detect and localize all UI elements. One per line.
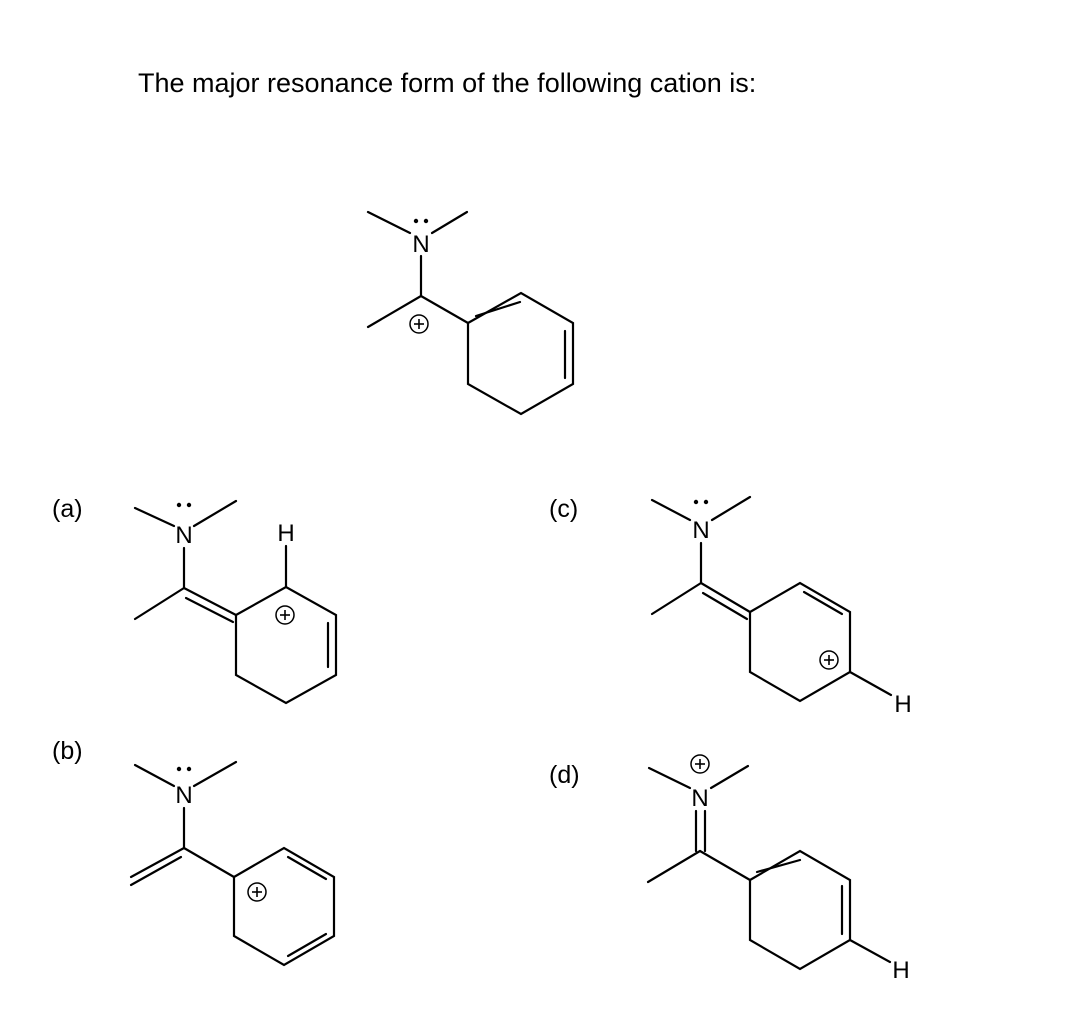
hydrogen-atom: H <box>892 957 909 984</box>
option-d-structure[interactable]: N H <box>646 754 910 984</box>
nitrogen-atom: N <box>412 231 429 258</box>
positive-charge-icon <box>275 605 295 625</box>
nitrogen-atom: N <box>691 785 708 812</box>
lone-pair-dot <box>703 499 709 505</box>
lone-pair-dot <box>186 766 192 772</box>
nitrogen-atom: N <box>692 517 709 544</box>
nitrogen-atom: N <box>175 782 192 809</box>
lone-pair-dot <box>176 502 182 508</box>
positive-charge-icon <box>690 754 710 774</box>
option-d-label[interactable]: (d) <box>549 761 580 789</box>
option-a-label[interactable]: (a) <box>52 495 83 523</box>
hydrogen-atom: H <box>277 520 294 547</box>
lone-pair-dot <box>423 218 429 224</box>
option-c-label[interactable]: (c) <box>549 495 579 523</box>
nitrogen-atom: N <box>175 522 192 549</box>
option-a-structure[interactable]: N H <box>133 499 338 705</box>
option-b-structure[interactable]: N <box>129 760 336 967</box>
lone-pair-dot <box>693 499 699 505</box>
option-c-structure[interactable]: N H <box>650 495 912 718</box>
hydrogen-atom: H <box>894 691 911 718</box>
question-text: The major resonance form of the followin… <box>138 68 757 98</box>
lone-pair-dot <box>176 766 182 772</box>
starting-cation-structure: N <box>366 210 575 416</box>
lone-pair-dot <box>186 502 192 508</box>
lone-pair-dot <box>413 218 419 224</box>
positive-charge-icon <box>409 314 429 334</box>
option-b-label[interactable]: (b) <box>52 737 83 765</box>
positive-charge-icon <box>247 882 267 902</box>
positive-charge-icon <box>819 650 839 670</box>
